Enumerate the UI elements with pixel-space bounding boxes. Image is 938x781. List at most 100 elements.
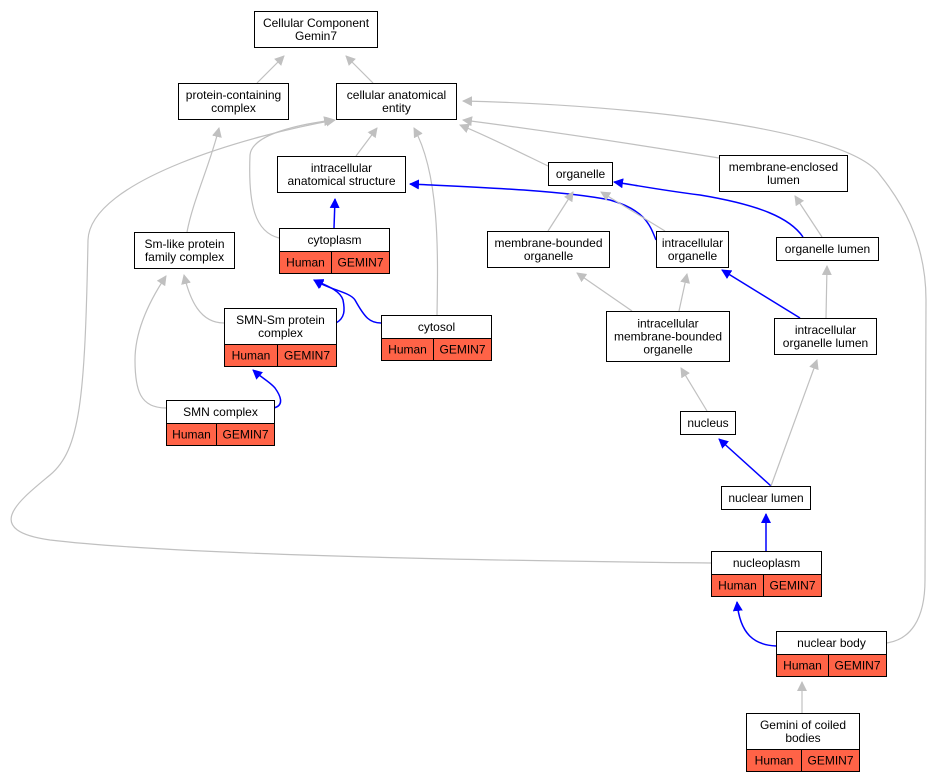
node-label-cytoplasm-line-1: cytoplasm bbox=[307, 233, 361, 247]
node-label-smn-line-1: SMN complex bbox=[183, 405, 258, 419]
is-a-edge-smlike-to-pcc bbox=[186, 127, 222, 233]
gene-cell-np bbox=[763, 574, 822, 597]
node-box-ias bbox=[277, 156, 406, 193]
species-label-cytosol: Human bbox=[388, 343, 427, 357]
node-label-mel-line-1: membrane-enclosed bbox=[729, 160, 838, 174]
node-box-mel bbox=[719, 155, 848, 192]
node-label-smnsm-line-1: SMN-Sm protein bbox=[236, 313, 325, 327]
is-a-edge-imbo-to-io bbox=[678, 273, 690, 312]
gene-label-gcb: GEMIN7 bbox=[807, 754, 853, 768]
gene-label-nb: GEMIN7 bbox=[834, 659, 880, 673]
is-a-edge-nucleus-to-imbo bbox=[680, 367, 708, 412]
part-of-edge-ol-to-org bbox=[613, 178, 804, 238]
node-nucleus[interactable]: nucleus bbox=[680, 411, 736, 435]
node-box-gcb bbox=[746, 713, 860, 750]
gene-label-np: GEMIN7 bbox=[769, 579, 815, 593]
node-label-gcb-line-1: Gemini of coiled bbox=[760, 718, 846, 732]
gene-label-smn: GEMIN7 bbox=[222, 428, 268, 442]
node-label-imbo-line-3: organelle bbox=[643, 343, 693, 357]
node-org[interactable]: organelle bbox=[548, 162, 613, 186]
is-a-edge-ias-to-cae bbox=[355, 127, 378, 157]
node-box-smnsm bbox=[224, 308, 337, 345]
node-label-ias-line-2: anatomical structure bbox=[287, 174, 395, 188]
node-label-io-line-1: intracellular bbox=[662, 236, 723, 250]
gene-cell-smnsm bbox=[277, 344, 337, 367]
gene-label-smnsm: GEMIN7 bbox=[284, 349, 330, 363]
node-label-cae-line-1: cellular anatomical bbox=[347, 88, 446, 102]
is-a-edge-cytoplasm-to-cae bbox=[249, 116, 334, 239]
species-label-gcb: Human bbox=[755, 754, 794, 768]
is-a-edge-imbo-to-mbo bbox=[576, 272, 633, 312]
is-a-edge-ol-to-mel bbox=[794, 195, 823, 238]
node-box-iol bbox=[774, 318, 877, 355]
is-a-edge-org-to-cae bbox=[459, 123, 549, 167]
edges-layer bbox=[10, 55, 927, 713]
node-label-smlike-line-1: Sm-like protein bbox=[144, 237, 224, 251]
species-label-np: Human bbox=[718, 579, 757, 593]
node-box-pcc bbox=[178, 83, 289, 120]
species-label-cytoplasm: Human bbox=[286, 256, 325, 270]
node-label-iol-line-1: intracellular bbox=[795, 323, 856, 337]
node-label-cae-line-2: entity bbox=[382, 101, 411, 115]
node-ol[interactable]: organelle lumen bbox=[776, 237, 879, 261]
gene-cell-smn bbox=[216, 423, 275, 446]
gene-label-cytoplasm: GEMIN7 bbox=[337, 256, 383, 270]
node-nl[interactable]: nuclear lumen bbox=[721, 486, 811, 510]
node-box-org bbox=[548, 162, 613, 186]
is-a-edge-mbo-to-org bbox=[547, 191, 574, 232]
node-label-gcb-line-2: bodies bbox=[785, 731, 820, 745]
node-label-io-line-2: organelle bbox=[668, 249, 718, 263]
is-a-edge-cae-to-root bbox=[345, 55, 374, 84]
is-a-edge-nl-to-iol bbox=[770, 359, 819, 487]
part-of-edge-nl-to-nucleus bbox=[718, 438, 772, 487]
node-label-smnsm-line-2: complex bbox=[258, 326, 303, 340]
node-label-smlike-line-2: family complex bbox=[145, 250, 224, 264]
node-label-ol-line-1: organelle lumen bbox=[785, 242, 870, 256]
node-label-ias-line-1: intracellular bbox=[311, 161, 372, 175]
node-box-nucleus bbox=[680, 411, 736, 435]
node-label-root-line-2: Gemin7 bbox=[295, 29, 337, 43]
node-label-imbo-line-1: intracellular bbox=[637, 317, 698, 331]
is-a-edge-mel-to-cae bbox=[462, 116, 720, 159]
node-label-nb-line-1: nuclear body bbox=[797, 636, 866, 650]
node-label-nucleus-line-1: nucleus bbox=[687, 416, 728, 430]
node-box-root bbox=[254, 11, 378, 48]
gene-cell-cytoplasm bbox=[331, 251, 390, 274]
gene-label-cytosol: GEMIN7 bbox=[439, 343, 485, 357]
species-label-nb: Human bbox=[783, 659, 822, 673]
node-label-pcc-line-2: complex bbox=[211, 101, 256, 115]
node-box-smlike bbox=[134, 232, 235, 269]
part-of-edge-io-to-ias bbox=[409, 179, 657, 241]
node-label-np-line-1: nucleoplasm bbox=[733, 556, 800, 570]
gene-cell-nb bbox=[828, 654, 887, 677]
node-label-imbo-line-2: membrane-bounded bbox=[614, 330, 722, 344]
is-a-edge-io-to-org bbox=[600, 191, 666, 232]
gene-cell-cytosol bbox=[433, 338, 492, 361]
node-box-mbo bbox=[487, 231, 610, 268]
part-of-edge-cytosol-to-cytoplasm bbox=[313, 279, 382, 324]
is-a-edge-iol-to-ol bbox=[821, 265, 832, 319]
node-label-root-line-1: Cellular Component bbox=[263, 16, 370, 30]
is-a-edge-pcc-to-root bbox=[256, 55, 285, 84]
node-box-imbo bbox=[606, 311, 730, 362]
node-label-iol-line-2: organelle lumen bbox=[783, 336, 868, 350]
